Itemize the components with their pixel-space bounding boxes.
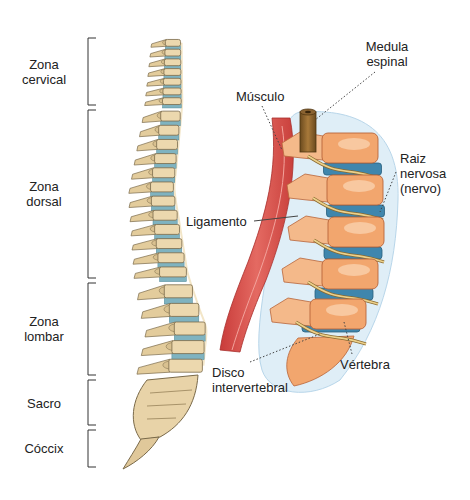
part-label: Ligamento [184, 213, 252, 230]
body-highlight [338, 138, 370, 150]
vertebra [139, 125, 178, 140]
vertebra [150, 49, 181, 59]
vertebra [130, 210, 177, 225]
vertebra [148, 69, 181, 79]
vertebra [134, 267, 186, 282]
leader-line [250, 72, 396, 362]
sacrum-coccyx [123, 375, 198, 469]
vertebra [141, 341, 204, 360]
vertebral-process [270, 298, 311, 326]
vertebral-body [327, 175, 383, 205]
vertebra [131, 224, 179, 239]
part-label: Raiz nervosa (nervo) [398, 150, 462, 197]
vertebra [138, 285, 193, 304]
spinal-cord [300, 109, 316, 152]
body-highlight [326, 304, 358, 316]
vertebra [141, 303, 199, 322]
body-highlight [343, 180, 375, 192]
part-label: Zona lombar [12, 313, 76, 345]
part-label: Vértebra [338, 356, 408, 373]
part-label: Disco intervertebral [210, 364, 306, 396]
part-label: Cóccix [12, 440, 76, 457]
vertebra [142, 111, 180, 126]
vertebral-process [287, 174, 328, 202]
vertebra [134, 154, 176, 169]
vertebra [151, 39, 181, 49]
vertebra [137, 359, 202, 374]
vertebra [132, 239, 182, 254]
vertebra [137, 139, 178, 154]
vertebra [145, 98, 182, 108]
part-label: Músculo [234, 88, 298, 105]
vertebra [149, 59, 181, 69]
vertebra [147, 78, 181, 88]
vertebral-body [310, 299, 366, 329]
vertebra [129, 182, 174, 197]
vertebral-body [322, 259, 378, 289]
part-label: Medula espinal [352, 38, 422, 70]
vertebra [145, 322, 205, 341]
body-highlight [344, 222, 376, 234]
vertebral-body [322, 133, 378, 163]
vertebra [131, 168, 174, 183]
part-label: Sacro [12, 395, 76, 412]
spine-column [129, 39, 207, 374]
vertebra [146, 88, 181, 98]
vertebral-body [328, 217, 384, 247]
part-label: Zona dorsal [12, 178, 76, 210]
vertebra [129, 196, 175, 211]
vertebral-process [282, 258, 323, 286]
part-label: Zona cervical [12, 56, 76, 88]
body-highlight [338, 264, 370, 276]
region-bracket [88, 38, 96, 467]
vertebral-process [288, 216, 329, 244]
vertebra [133, 253, 184, 268]
lumbar-detail [270, 132, 385, 386]
